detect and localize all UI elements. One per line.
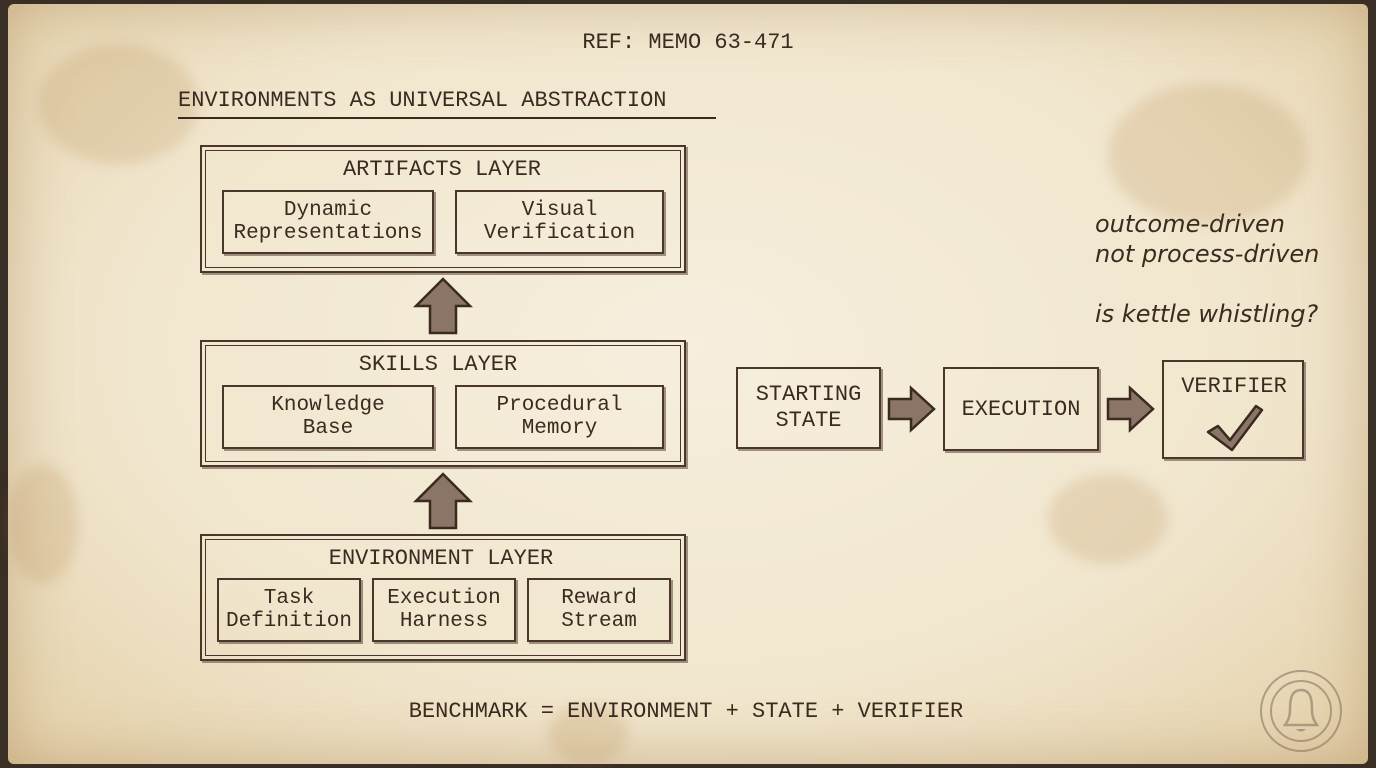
label-line: Harness xyxy=(399,610,489,633)
handwritten-note: is kettle whistling? xyxy=(1095,300,1319,328)
label-line: Execution xyxy=(387,587,501,610)
memo-reference: REF: MEMO 63-471 xyxy=(582,30,794,55)
artifacts-layer xyxy=(200,145,686,273)
verifier-label: VERIFIER xyxy=(1181,374,1287,399)
paper-background xyxy=(8,4,1368,764)
benchmark-formula: BENCHMARK = ENVIRONMENT + STATE + VERIFI… xyxy=(408,699,964,724)
label-line: Memory xyxy=(521,417,598,440)
environment-layer-title: ENVIRONMENT LAYER xyxy=(328,546,554,571)
artifacts-layer-title: ARTIFACTS LAYER xyxy=(342,157,542,182)
execution-box: EXECUTION xyxy=(943,367,1099,451)
label-line: Visual xyxy=(521,199,598,222)
label-line: Task xyxy=(263,587,315,610)
skills-layer xyxy=(200,340,686,467)
handwritten-note: outcome-driven xyxy=(1095,210,1285,238)
label-line: Knowledge xyxy=(271,394,385,417)
label-line: EXECUTION xyxy=(961,396,1081,422)
label-line: Procedural xyxy=(496,394,623,417)
label-line: Definition xyxy=(225,610,353,633)
label-line: Reward xyxy=(561,587,637,610)
skills-layer-title: SKILLS LAYER xyxy=(358,352,518,377)
handwritten-note: not process-driven xyxy=(1095,240,1320,268)
arrow-up-icon xyxy=(412,277,474,335)
label-line: Verification xyxy=(483,222,636,245)
verifier-box: VERIFIER xyxy=(1162,360,1304,459)
label-line: Dynamic xyxy=(283,199,373,222)
checkmark-icon xyxy=(1206,404,1264,452)
label-line: STATE xyxy=(775,408,842,433)
diagram-title: ENVIRONMENTS AS UNIVERSAL ABSTRACTION xyxy=(178,88,716,119)
label-line: Base xyxy=(302,417,354,440)
arrow-right-icon xyxy=(1106,385,1155,433)
label-line: Stream xyxy=(561,610,637,633)
arrow-right-icon xyxy=(887,385,936,433)
label-line: STARTING xyxy=(755,382,862,407)
environment-layer xyxy=(200,534,686,661)
arrow-up-icon xyxy=(412,472,474,530)
bell-stamp-icon xyxy=(1260,670,1342,752)
label-line: Representations xyxy=(233,222,423,245)
